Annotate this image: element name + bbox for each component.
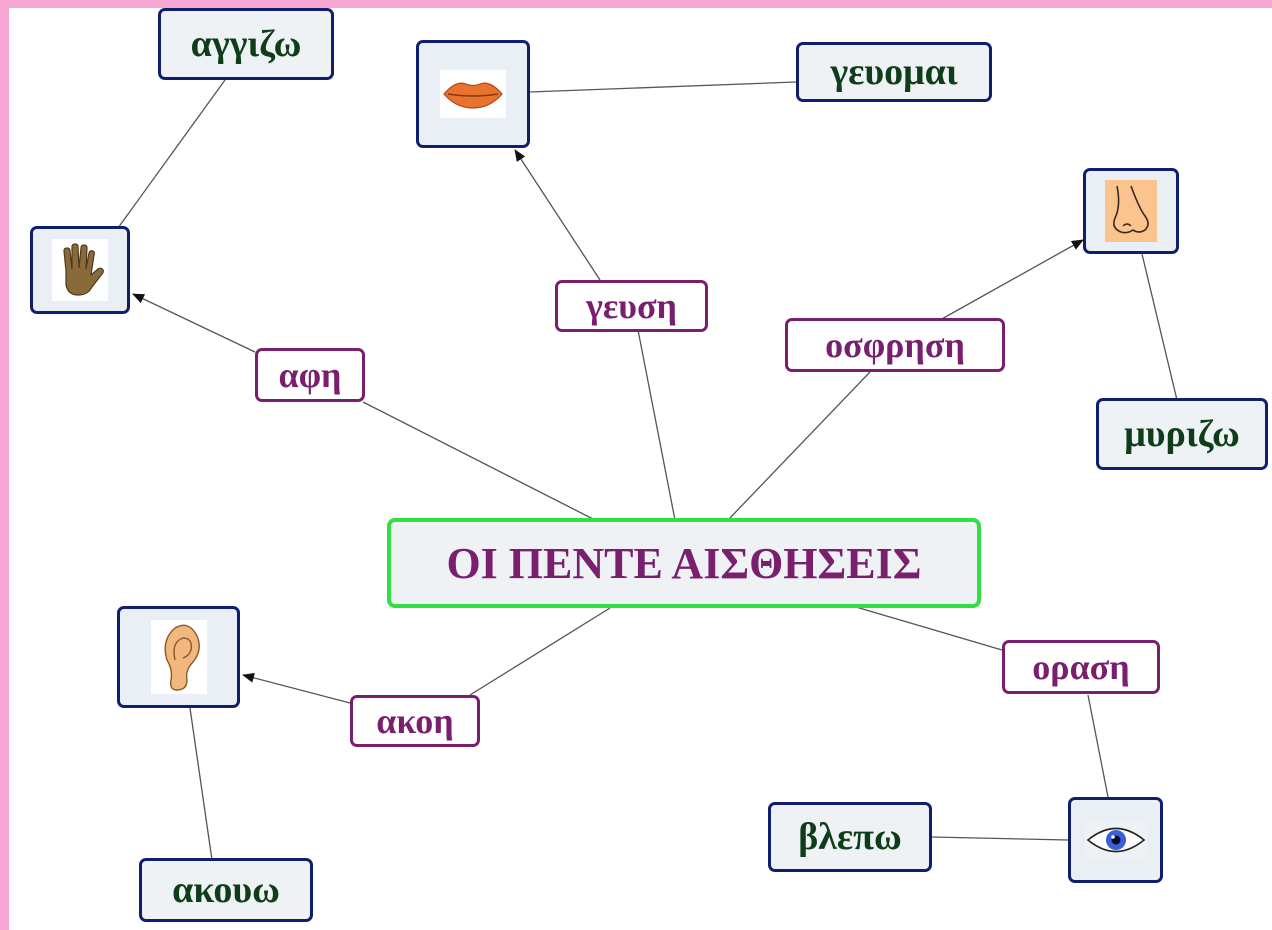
link-hand-to-touch-verb	[117, 79, 226, 229]
hearing-icon-box	[117, 606, 240, 708]
verb-node-hearing: ακουω	[139, 858, 313, 922]
sense-node-sight: οραση	[1002, 640, 1160, 694]
link-center-to-taste-label	[637, 329, 676, 521]
sense-label-hearing: ακοη	[376, 701, 454, 741]
link-nose-to-smell-verb	[1141, 253, 1178, 401]
frame-left-border	[0, 0, 9, 930]
arrow-taste-to-lips	[514, 149, 601, 281]
lips-icon	[440, 70, 506, 118]
smell-icon-box	[1083, 168, 1179, 254]
arrow-hearing-to-ear	[242, 672, 351, 704]
sense-node-hearing: ακοη	[350, 695, 480, 747]
sense-label-smell: οσφρηση	[825, 325, 965, 365]
link-ear-to-hearing-verb	[189, 707, 213, 861]
sense-node-touch: αφη	[255, 348, 365, 402]
verb-node-sight: βλεπω	[768, 802, 932, 872]
verb-label-touch: αγγιζω	[190, 23, 302, 65]
touch-icon-box	[30, 226, 130, 314]
ear-icon	[150, 620, 207, 694]
link-lips-to-taste-verb	[529, 81, 797, 93]
sense-label-touch: αφη	[278, 355, 342, 395]
link-center-to-hearing-label	[469, 607, 611, 696]
taste-icon-box	[416, 40, 530, 148]
sight-icon-box	[1068, 797, 1163, 883]
sense-node-taste: γευση	[555, 280, 708, 332]
arrow-smell-to-nose	[939, 239, 1084, 321]
verb-label-smell: μυριζω	[1124, 413, 1240, 455]
link-sight-label-to-eye	[1087, 694, 1109, 798]
arrow-touch-to-hand	[132, 293, 256, 353]
sense-node-smell: οσφρηση	[785, 318, 1005, 372]
hand-icon	[52, 239, 108, 301]
link-eye-to-sight-verb	[931, 836, 1069, 841]
nose-icon	[1105, 180, 1157, 242]
verb-label-taste: γευομαι	[830, 51, 958, 93]
link-center-to-sight-label	[855, 606, 1003, 651]
eye-icon	[1083, 821, 1148, 859]
verb-label-sight: βλεπω	[798, 816, 902, 858]
link-center-to-touch-label	[362, 401, 596, 521]
frame-top-border	[0, 0, 1272, 8]
sense-label-taste: γευση	[586, 286, 677, 326]
verb-label-hearing: ακουω	[172, 869, 280, 911]
sense-label-sight: οραση	[1032, 647, 1130, 687]
verb-node-touch: αγγιζω	[158, 8, 334, 80]
verb-node-taste: γευομαι	[796, 42, 992, 102]
verb-node-smell: μυριζω	[1096, 398, 1268, 470]
center-node-label: ΟΙ ΠΕΝΤΕ ΑΙΣΘΗΣΕΙΣ	[446, 538, 922, 588]
center-node: ΟΙ ΠΕΝΤΕ ΑΙΣΘΗΣΕΙΣ	[387, 518, 981, 608]
link-center-to-smell-label	[727, 371, 871, 521]
